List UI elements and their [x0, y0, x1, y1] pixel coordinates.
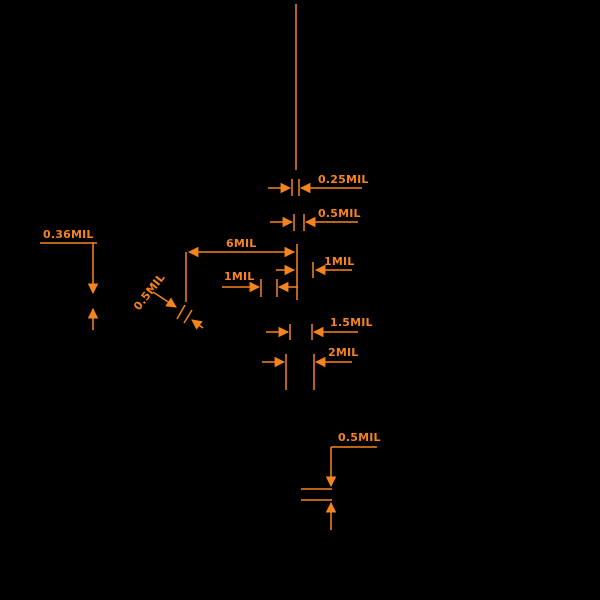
dim-1-5mil-label: 1.5MIL — [330, 316, 373, 329]
dim-0-5mil-top: 0.5MIL — [270, 207, 361, 231]
dim-1mil-left: 1MIL — [222, 270, 298, 297]
dim-0-5mil-top-label: 0.5MIL — [318, 207, 361, 220]
dim-0-5mil-diagonal-label: 0.5MIL — [131, 271, 168, 313]
dim-0-36mil: 0.36MIL — [40, 228, 99, 330]
dim-0-25mil-label: 0.25MIL — [318, 173, 369, 186]
dim-1mil-left-label: 1MIL — [224, 270, 255, 283]
dim-1mil-right-label: 1MIL — [324, 255, 355, 268]
arrow-line — [191, 319, 204, 330]
dim-0-5mil-bottom: 0.5MIL — [301, 431, 381, 530]
dim-1-5mil: 1.5MIL — [266, 316, 373, 340]
dim-0-5mil-bottom-label: 0.5MIL — [338, 431, 381, 444]
dim-6mil-label: 6MIL — [226, 237, 257, 250]
extension-line — [176, 304, 186, 320]
extension-line — [183, 309, 193, 324]
arrow-line — [152, 291, 177, 308]
dim-1mil-right: 1MIL — [276, 255, 355, 278]
dim-0-5mil-diagonal: 0.5MIL — [131, 271, 204, 330]
dim-6mil: 6MIL — [185, 237, 298, 302]
dim-2mil-label: 2MIL — [328, 346, 359, 359]
dim-0-36mil-label: 0.36MIL — [43, 228, 94, 241]
dim-0-25mil: 0.25MIL — [268, 173, 369, 196]
dim-2mil: 2MIL — [262, 346, 359, 390]
